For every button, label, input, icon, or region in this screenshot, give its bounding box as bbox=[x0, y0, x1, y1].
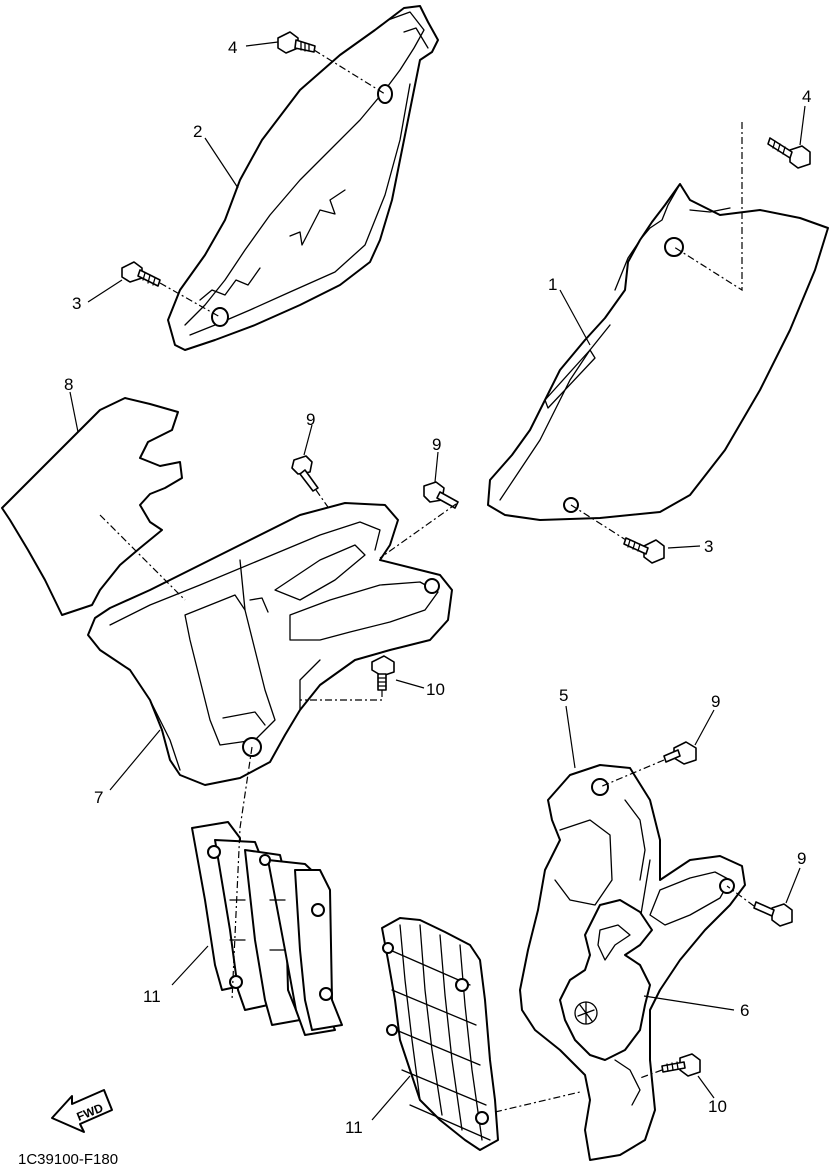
callout-9-a: 9 bbox=[306, 410, 315, 429]
alignment-lines bbox=[99, 49, 755, 1113]
leader-lines bbox=[69, 41, 806, 1121]
callout-11-left: 11 bbox=[345, 1118, 363, 1137]
callout-10-a: 10 bbox=[426, 680, 445, 699]
bolt-9-a bbox=[291, 455, 319, 492]
callout-labels: 4 4 2 3 1 3 8 9 9 10 7 5 9 9 6 10 11 11 bbox=[64, 38, 811, 1137]
callout-9-b: 9 bbox=[432, 435, 441, 454]
callout-6: 6 bbox=[740, 1001, 749, 1020]
bolt-9-d bbox=[753, 901, 793, 927]
callout-10-b: 10 bbox=[708, 1097, 727, 1116]
bolt-10-a bbox=[371, 655, 395, 691]
bolt-4-right bbox=[767, 137, 811, 169]
callout-3-left: 3 bbox=[72, 294, 81, 313]
callout-9-c: 9 bbox=[711, 692, 720, 711]
fwd-arrow-icon: FWD bbox=[51, 1089, 113, 1133]
callout-1: 1 bbox=[548, 275, 557, 294]
graphic-right bbox=[1, 397, 183, 616]
callout-4-right: 4 bbox=[802, 87, 811, 106]
callout-2: 2 bbox=[193, 122, 202, 141]
bolt-4-left bbox=[277, 31, 316, 54]
louver-left bbox=[381, 917, 499, 1151]
louver-right bbox=[191, 821, 343, 1036]
callout-4-left: 4 bbox=[228, 38, 237, 57]
callout-3-right: 3 bbox=[704, 537, 713, 556]
bolt-3-right bbox=[623, 537, 665, 564]
callout-5: 5 bbox=[559, 686, 568, 705]
drawing-code: 1C39100-F180 bbox=[18, 1151, 118, 1166]
graphic-left bbox=[559, 899, 653, 1106]
bolt-3-left bbox=[121, 261, 161, 287]
callout-11-right: 11 bbox=[143, 987, 161, 1006]
callout-9-d: 9 bbox=[797, 849, 806, 868]
side-cover-right bbox=[487, 183, 829, 521]
bolt-9-b bbox=[423, 481, 459, 509]
side-cover-left bbox=[167, 5, 439, 351]
bolt-9-c bbox=[663, 741, 697, 765]
callout-8: 8 bbox=[64, 375, 73, 394]
callout-7: 7 bbox=[94, 788, 103, 807]
bolt-10-b bbox=[661, 1053, 701, 1077]
